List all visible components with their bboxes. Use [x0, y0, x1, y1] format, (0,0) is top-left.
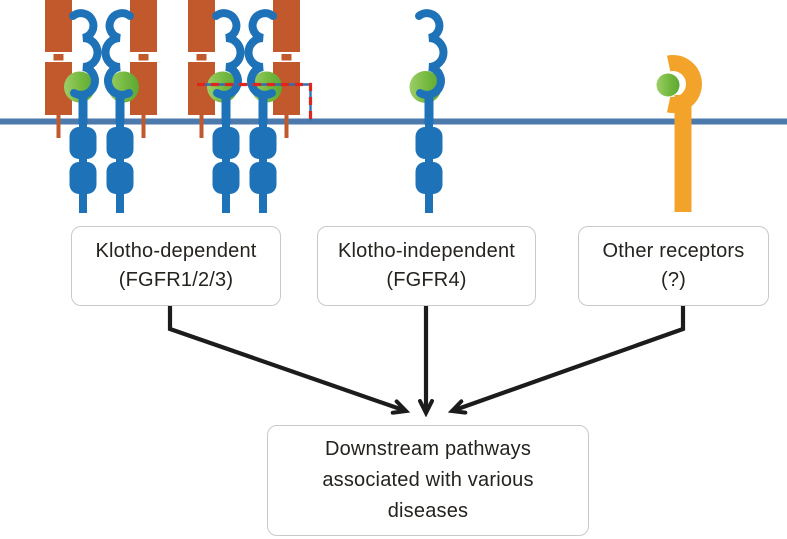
- dashed-connector: [197, 82, 313, 121]
- klotho-dependent-complex-2: [188, 0, 313, 213]
- fgfr-receptor: [70, 13, 98, 213]
- fgfr-receptor: [106, 13, 134, 213]
- label-line: Klotho-dependent: [95, 240, 257, 262]
- label-line: Downstream pathways: [324, 438, 532, 460]
- fgfr-receptor: [213, 13, 241, 213]
- label-line: diseases: [387, 500, 469, 522]
- klotho-protein: [273, 0, 300, 138]
- klotho-protein: [188, 0, 215, 138]
- label-line: Klotho-independent: [337, 240, 516, 262]
- label-line: Other receptors: [602, 240, 745, 262]
- label-line: (FGFR4): [386, 269, 467, 291]
- arrows: [167, 305, 686, 414]
- arrow-klotho-dependent-to-downstream: [167, 305, 406, 412]
- label-box-klotho-independent: Klotho-independent (FGFR4): [317, 226, 536, 306]
- fgfr-receptor: [416, 13, 444, 213]
- label-line: (FGFR1/2/3): [118, 269, 234, 291]
- label-box-downstream-pathways: Downstream pathways associated with vari…: [267, 425, 589, 536]
- klotho-protein: [45, 0, 72, 138]
- other-receptor: [656, 54, 702, 212]
- arrow-other-receptors-to-downstream: [452, 305, 686, 412]
- klotho-dependent-complex-1: [45, 0, 157, 213]
- klotho-protein: [130, 0, 157, 138]
- fgfr4-receptor: [409, 13, 444, 213]
- other-receptor-staff: [674, 95, 692, 212]
- cell-membrane: [0, 118, 787, 125]
- ligand-ball: [656, 73, 680, 97]
- label-box-other-receptors: Other receptors (?): [578, 226, 769, 306]
- label-line: (?): [660, 269, 687, 291]
- label-line: associated with various: [322, 469, 534, 491]
- fgfr-receptor: [249, 13, 277, 213]
- label-box-klotho-dependent: Klotho-dependent (FGFR1/2/3): [71, 226, 281, 306]
- other-receptor-hook: [666, 54, 702, 114]
